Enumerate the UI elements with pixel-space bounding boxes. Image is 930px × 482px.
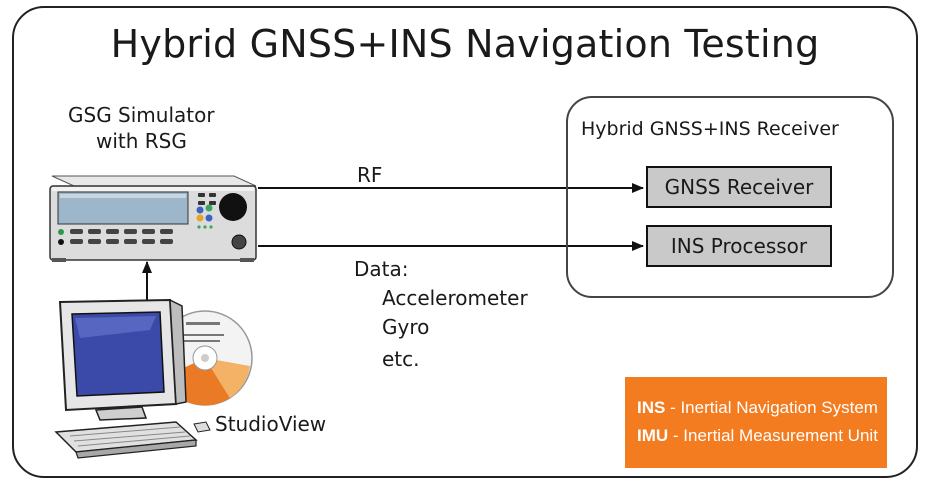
legend-text-imu: Inertial Measurement Unit (683, 426, 878, 445)
gnss-receiver-box: GNSS Receiver (646, 166, 832, 208)
data-label: Data: (354, 257, 409, 281)
ins-processor-box: INS Processor (646, 225, 832, 267)
data-item-accelerometer: Accelerometer (382, 286, 528, 310)
data-item-etc: etc. (382, 347, 420, 371)
legend-abbr-imu: IMU (637, 426, 669, 445)
diagram-title: Hybrid GNSS+INS Navigation Testing (110, 22, 820, 66)
data-item-gyro: Gyro (382, 315, 430, 339)
simulator-label-line2: with RSG (96, 129, 187, 153)
hybrid-receiver-box (566, 96, 894, 298)
legend-row-imu: IMU - Inertial Measurement Unit (637, 422, 887, 450)
legend-text-ins: Inertial Navigation System (680, 398, 878, 417)
rf-label: RF (357, 163, 383, 187)
studioview-label: StudioView (215, 412, 327, 436)
legend-row-ins: INS - Inertial Navigation System (637, 394, 887, 422)
legend-sep-imu: - (668, 426, 684, 445)
legend-sep-ins: - (665, 398, 681, 417)
diagram-frame (12, 6, 918, 478)
hybrid-receiver-title: Hybrid GNSS+INS Receiver (581, 118, 839, 140)
legend-abbr-ins: INS (637, 398, 666, 417)
simulator-label-line1: GSG Simulator (68, 103, 215, 127)
legend-box: INS - Inertial Navigation System IMU - I… (625, 377, 887, 468)
